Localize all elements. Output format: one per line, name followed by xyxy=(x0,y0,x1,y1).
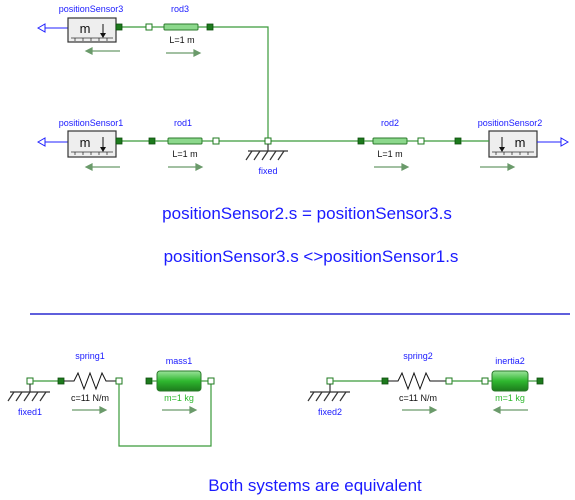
wire-rod3-fixed xyxy=(210,26,269,141)
sensor2-body xyxy=(488,130,538,158)
sensor1-body xyxy=(67,130,117,158)
mass-1[interactable]: mass1 m=1 kg xyxy=(145,356,215,414)
fixed2-flange[interactable] xyxy=(326,377,334,385)
rod-2-param: L=1 m xyxy=(377,149,402,159)
statement-not-equal: positionSensor3.s <>positionSensor1.s xyxy=(164,247,459,266)
rod-1[interactable]: rod1 L=1 m xyxy=(148,118,220,171)
rod-3[interactable]: rod3 L=1 m xyxy=(145,4,214,57)
rod2-flange-a[interactable] xyxy=(357,137,365,145)
statement-equal: positionSensor2.s = positionSensor3.s xyxy=(162,204,452,223)
rod-1-label: rod1 xyxy=(174,118,192,128)
rod3-flange-b[interactable] xyxy=(206,23,214,31)
spring1-flange-a[interactable] xyxy=(57,377,65,385)
inertia2-flange-b[interactable] xyxy=(536,377,544,385)
sensor2-flange[interactable] xyxy=(454,137,462,145)
inertia-2[interactable]: inertia2 m=1 kg xyxy=(481,356,544,414)
fixed2-label: fixed2 xyxy=(318,407,342,417)
rod1-body xyxy=(167,137,203,145)
spring2-flange-a[interactable] xyxy=(381,377,389,385)
position-sensor-2[interactable]: positionSensor2 m xyxy=(454,118,570,171)
sensor1-output-icon xyxy=(36,137,46,147)
sensor3-output-icon xyxy=(36,23,46,33)
rod2-body xyxy=(372,137,408,145)
sensor1-flange[interactable] xyxy=(115,137,123,145)
inertia2-param: m=1 kg xyxy=(495,393,525,403)
rod-2[interactable]: rod2 L=1 m xyxy=(357,118,425,171)
fixed-label: fixed xyxy=(258,166,277,176)
spring2-param: c=11 N/m xyxy=(399,393,437,403)
top-wires xyxy=(121,26,458,142)
mass1-param: m=1 kg xyxy=(164,393,194,403)
spring-1[interactable]: spring1 c=11 N/m xyxy=(57,351,123,414)
wire-spring1-mass1 xyxy=(118,384,212,447)
sensor2-output-icon xyxy=(560,137,570,147)
fixed-ground[interactable]: fixed xyxy=(245,137,288,176)
position-sensor-1-label: positionSensor1 xyxy=(59,118,124,128)
equivalence-caption: Both systems are equivalent xyxy=(208,476,422,495)
spring2-label: spring2 xyxy=(403,351,433,361)
sensor2-glyph: m xyxy=(515,135,526,150)
inertia2-flange-a[interactable] xyxy=(481,377,489,385)
position-sensor-3[interactable]: positionSensor3 m xyxy=(36,4,124,55)
rod1-flange-a[interactable] xyxy=(148,137,156,145)
mass1-label: mass1 xyxy=(166,356,193,366)
rod-3-label: rod3 xyxy=(171,4,189,14)
spring-icon xyxy=(64,371,116,391)
spring2-flange-b[interactable] xyxy=(445,377,453,385)
spring-icon xyxy=(388,371,446,391)
mass1-body xyxy=(156,370,202,392)
sensor3-flange[interactable] xyxy=(115,23,123,31)
rod-2-label: rod2 xyxy=(381,118,399,128)
position-sensor-3-label: positionSensor3 xyxy=(59,4,124,14)
rod3-flange-a[interactable] xyxy=(145,23,153,31)
spring1-flange-b[interactable] xyxy=(115,377,123,385)
spring1-param: c=11 N/m xyxy=(71,393,109,403)
position-sensor-2-label: positionSensor2 xyxy=(478,118,543,128)
fixed-1[interactable]: fixed1 xyxy=(7,377,50,417)
mass1-flange-b[interactable] xyxy=(207,377,215,385)
rod1-flange-b[interactable] xyxy=(212,137,220,145)
sensor1-glyph: m xyxy=(80,135,91,150)
fixed-flange[interactable] xyxy=(264,137,272,145)
rod-3-param: L=1 m xyxy=(169,35,194,45)
inertia2-label: inertia2 xyxy=(495,356,525,366)
rod2-flange-b[interactable] xyxy=(417,137,425,145)
spring1-label: spring1 xyxy=(75,351,105,361)
mass1-flange-a[interactable] xyxy=(145,377,153,385)
rod-1-param: L=1 m xyxy=(172,149,197,159)
fixed-2[interactable]: fixed2 xyxy=(307,377,350,417)
rod3-body xyxy=(163,23,199,31)
sensor3-glyph: m xyxy=(80,21,91,36)
spring-2[interactable]: spring2 c=11 N/m xyxy=(381,351,453,414)
position-sensor-1[interactable]: positionSensor1 m xyxy=(36,118,124,171)
fixed1-label: fixed1 xyxy=(18,407,42,417)
inertia2-body xyxy=(491,370,529,392)
fixed1-flange[interactable] xyxy=(26,377,34,385)
